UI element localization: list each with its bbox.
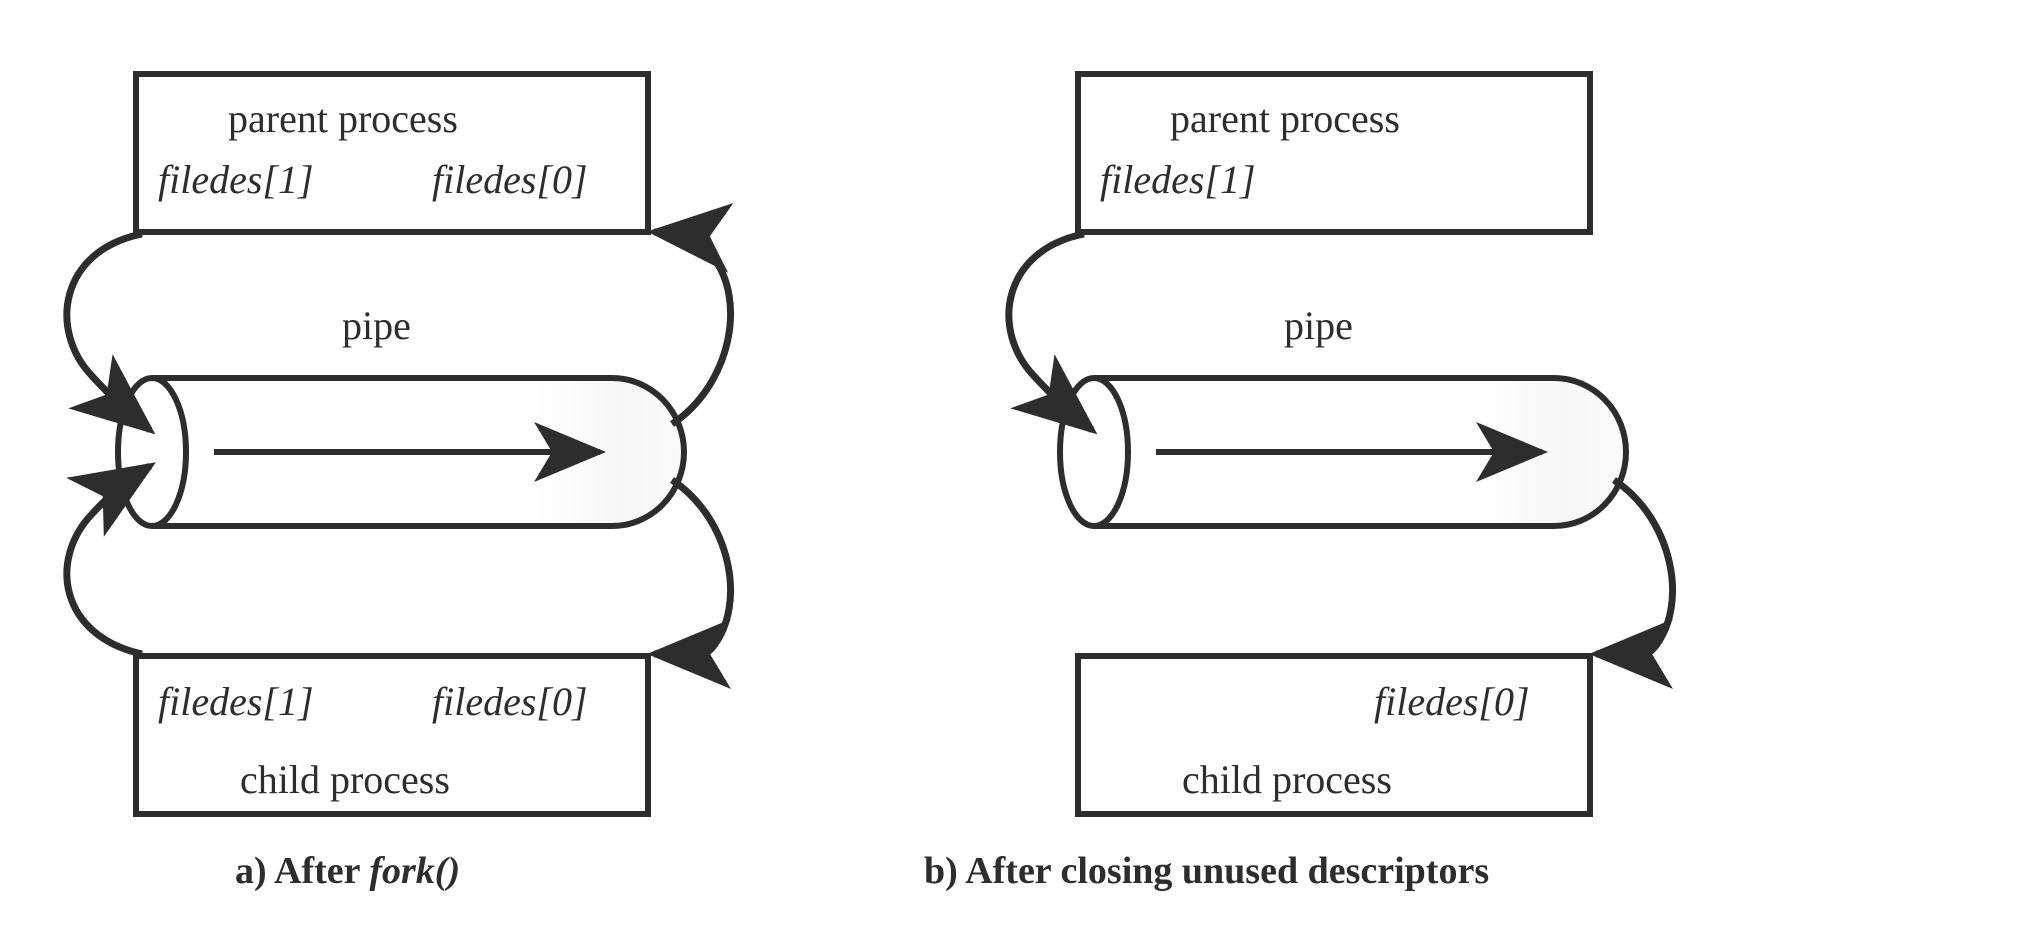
panel-b-child-filedes-read: filedes[0]: [1374, 679, 1530, 724]
panel-a-child-filedes-write: filedes[1]: [158, 679, 314, 724]
panel-a-pipe-left-opening: [115, 375, 189, 529]
panel-a-caption: a) After fork(): [235, 852, 460, 890]
panel-a-child-box: [133, 653, 651, 817]
panel-a-child-title: child process: [240, 757, 450, 802]
panel-a-arrow-parent-write: [63, 230, 156, 435]
panel-b-parent-box: [1075, 71, 1593, 235]
panel-b-child-title: child process: [1182, 757, 1392, 802]
panel-a-pipe-right-cap: [611, 375, 687, 529]
panel-a-parent-title: parent process: [228, 96, 458, 141]
panel-a-child-filedes-read: filedes[0]: [432, 679, 588, 724]
panel-b-arrow-read-child: [1589, 477, 1677, 690]
panel-b-pipe-label: pipe: [1284, 303, 1353, 348]
panel-b-pipe-left-opening: [1057, 375, 1131, 529]
panel-b-arrow-parent-write: [1005, 230, 1098, 435]
panel-a-caption-prefix: a) After: [235, 850, 370, 892]
panel-a-pipe-label: pipe: [342, 303, 411, 348]
panel-a-arrow-read-parent: [647, 203, 735, 427]
panel-a-parent-filedes-read: filedes[0]: [432, 157, 588, 202]
panel-b-pipe-right-cap: [1553, 375, 1629, 529]
panel-a-arrow-child-write: [63, 462, 156, 658]
panel-a-artwork: [63, 71, 735, 817]
panel-b-child-box: [1075, 653, 1593, 817]
panel-b-caption: b) After closing unused descriptors: [924, 850, 1490, 892]
panel-b-parent-title: parent process: [1170, 96, 1400, 141]
panel-a-arrow-read-child: [647, 477, 735, 690]
panel-a-parent-filedes-write: filedes[1]: [158, 157, 314, 202]
panel-b-parent-filedes-write: filedes[1]: [1100, 157, 1256, 202]
panel-a-parent-box: [133, 71, 651, 235]
panel-a-caption-fork: fork(): [369, 850, 461, 892]
panel-b-artwork: [1005, 71, 1677, 817]
